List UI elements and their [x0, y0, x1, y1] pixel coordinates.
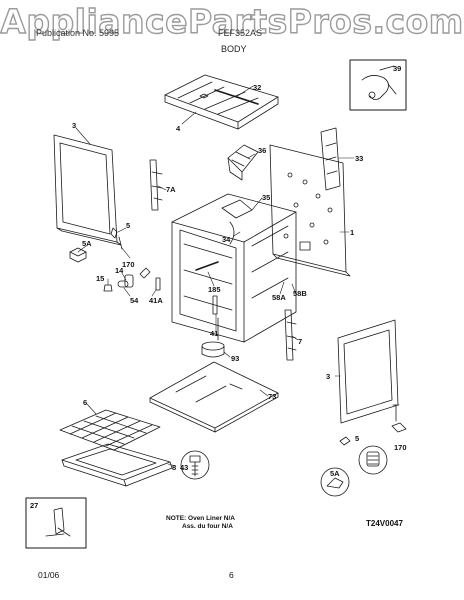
callout-labels: 39 32 4 3 36 33 7A 35 1 5 5A 34 170 14 1…	[30, 64, 407, 510]
callout-32: 32	[253, 83, 261, 92]
callout-41: 41	[210, 329, 218, 338]
leader-lines	[75, 85, 355, 471]
back-panel	[269, 144, 351, 277]
callout-170-left: 170	[122, 260, 135, 269]
left-side-panel	[53, 134, 122, 246]
callout-58a: 58A	[272, 293, 286, 302]
leg-inset-right	[320, 404, 407, 497]
callout-6: 6	[83, 398, 87, 407]
callout-4: 4	[176, 124, 181, 133]
cap-93	[201, 341, 225, 358]
vent-duct-36	[227, 144, 259, 181]
note-line-2: Ass. du four N/A	[182, 523, 233, 530]
drawer-pan	[61, 443, 173, 487]
inset-43	[180, 450, 210, 480]
callout-5-right: 5	[355, 434, 359, 443]
top-plate	[164, 74, 279, 130]
callout-15: 15	[96, 274, 104, 283]
callout-14: 14	[115, 266, 124, 275]
callout-41a: 41A	[149, 296, 163, 305]
leveling-leg-left	[69, 227, 123, 263]
oven-body	[171, 193, 297, 343]
footer-page-number: 6	[229, 570, 234, 580]
bracket-33	[320, 127, 341, 191]
right-side-panel	[337, 319, 399, 424]
callout-5-left: 5	[126, 221, 130, 230]
footer-date: 01/06	[38, 570, 60, 580]
bottom-panel	[149, 361, 279, 433]
callout-185: 185	[208, 285, 221, 294]
callout-7a: 7A	[166, 185, 176, 194]
section-title: BODY	[221, 44, 247, 54]
callout-43: 43	[180, 463, 188, 472]
callout-8: 8	[172, 463, 176, 472]
model-number: FEF352AS	[218, 28, 263, 38]
callout-58b: 58B	[293, 289, 307, 298]
callout-36: 36	[258, 146, 266, 155]
callout-27: 27	[30, 501, 38, 510]
callout-5a-left: 5A	[82, 239, 92, 248]
publication-number: Publication No. 5995	[36, 28, 120, 38]
callout-54: 54	[130, 296, 139, 305]
callout-93: 93	[231, 354, 239, 363]
note-oven-liner: NOTE: Oven Liner N/A Ass. du four N/A	[166, 515, 235, 531]
inset-box-27	[25, 497, 87, 549]
callout-1: 1	[350, 228, 354, 237]
oven-rack	[59, 409, 161, 451]
callout-7: 7	[298, 337, 302, 346]
callout-170-right: 170	[394, 443, 407, 452]
callout-3-left: 3	[72, 121, 76, 130]
callout-33: 33	[355, 154, 363, 163]
note-line-1: NOTE: Oven Liner N/A	[166, 515, 235, 522]
callout-35: 35	[262, 193, 270, 202]
small-parts	[103, 267, 219, 341]
callout-5a-right: 5A	[330, 469, 340, 478]
diagram-code: T24V0047	[366, 519, 403, 528]
watermark-logo: AppliancePartsPros.com	[0, 1, 464, 41]
callout-3-right: 3	[326, 372, 330, 381]
hinge-7a	[149, 159, 163, 211]
callout-73: 73	[268, 392, 276, 401]
inset-box-39	[349, 59, 407, 111]
callout-39: 39	[393, 64, 401, 73]
callout-34: 34	[222, 235, 231, 244]
